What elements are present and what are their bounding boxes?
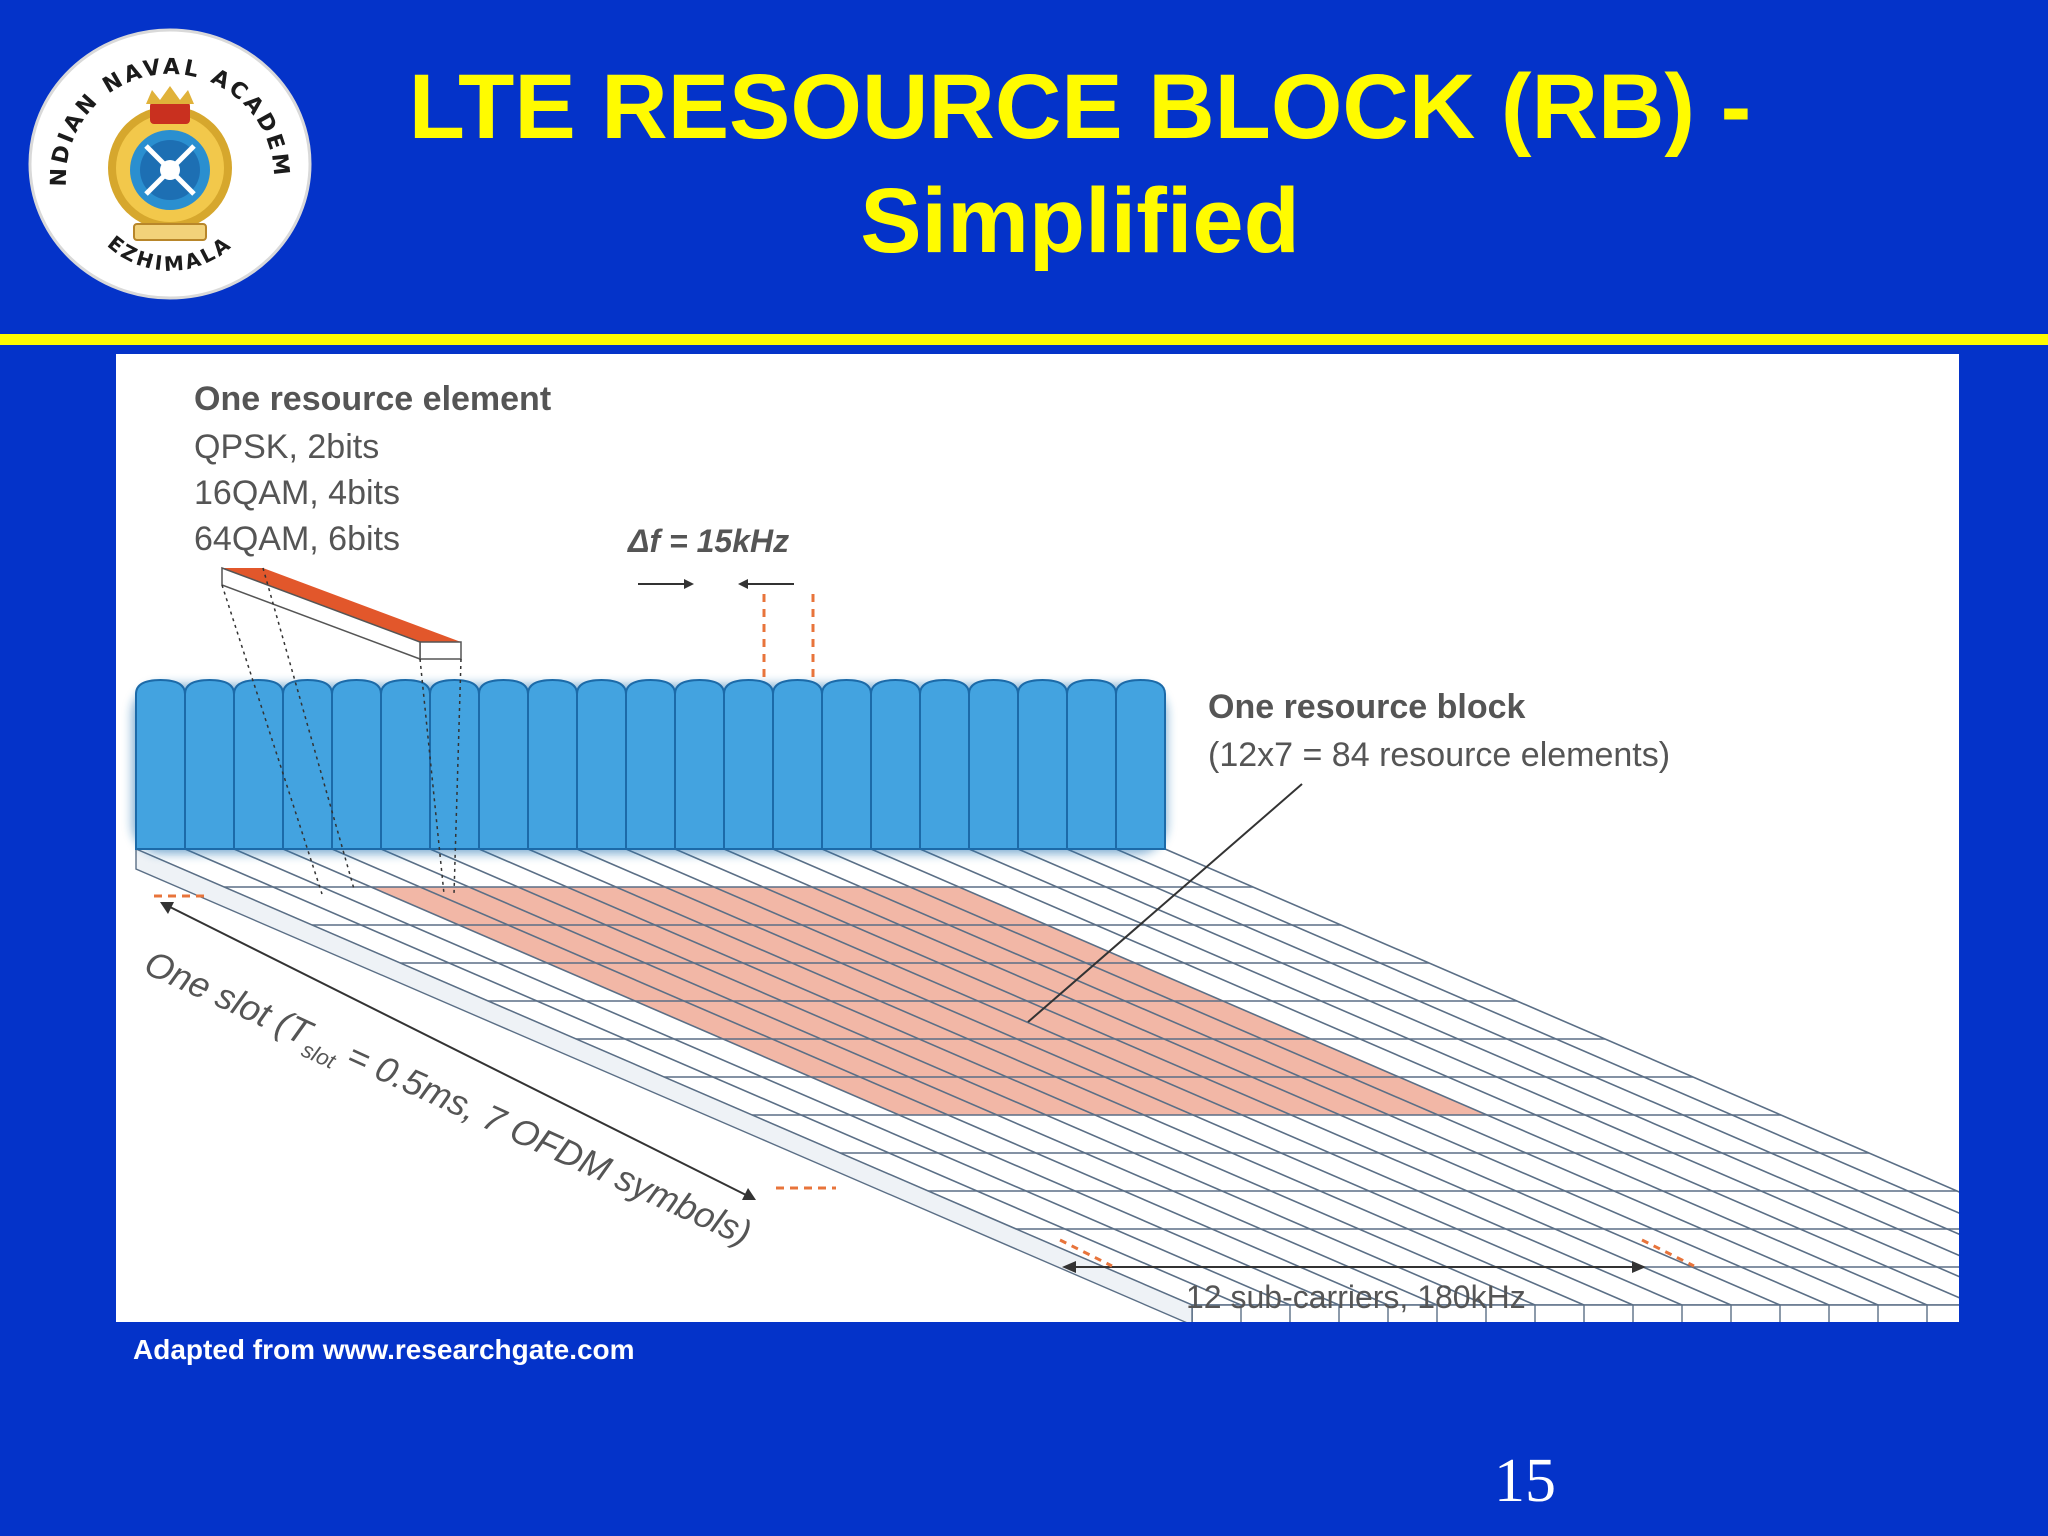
delta-f-text: f = 15kHz xyxy=(649,523,789,559)
subcarrier-bump xyxy=(233,678,284,850)
crest-icon xyxy=(108,86,232,241)
resource-block-diagram: One resource element QPSK, 2bits 16QAM, … xyxy=(116,354,1959,1322)
time-frequency-grid xyxy=(135,847,1959,1322)
subcarrier-bump xyxy=(772,678,823,850)
title-divider xyxy=(0,334,2048,345)
slot-label-suffix: = 0.5ms, 7 OFDM symbols) xyxy=(332,1030,758,1254)
subcarrier-spectrum xyxy=(132,678,1167,854)
slot-label-prefix: One slot (T xyxy=(139,942,321,1054)
slide-title-line2: Simplified xyxy=(860,170,1300,272)
academy-logo: INDIAN NAVAL ACADEMY EZHIMALA xyxy=(28,28,312,300)
subcarrier-marker-left xyxy=(1059,1238,1113,1268)
page-number: 15 xyxy=(1494,1447,1556,1515)
subcarrier-bump xyxy=(478,678,529,850)
subcarrier-bump xyxy=(968,678,1019,850)
resource-block-subtitle: (12x7 = 84 resource elements) xyxy=(1208,736,1670,774)
diagram-canvas: One resource element QPSK, 2bits 16QAM, … xyxy=(132,380,1959,1322)
subcarrier-bump xyxy=(429,678,480,850)
subcarrier-bump xyxy=(919,678,970,850)
slot-arrowhead-bottom xyxy=(742,1188,756,1200)
slide-title-line1: LTE RESOURCE BLOCK (RB) - xyxy=(408,56,1752,158)
subcarrier-bump xyxy=(723,678,774,850)
resource-block-pointer xyxy=(1027,783,1303,1023)
subcarrier-arrowhead-right xyxy=(1632,1261,1646,1273)
subcarrier-arrowhead-left xyxy=(1062,1261,1076,1273)
subcarrier-bump xyxy=(282,678,333,850)
subcarrier-bump xyxy=(1066,678,1117,850)
grid-left-edge xyxy=(135,847,1193,1322)
subcarrier-bump xyxy=(821,678,872,850)
subcarrier-bump xyxy=(527,678,578,850)
subcarrier-bump xyxy=(870,678,921,850)
delta-f-label: Δf = 15kHz xyxy=(627,523,789,559)
subcarrier-bump xyxy=(135,678,186,850)
delta-f-arrowhead-left xyxy=(684,579,694,589)
source-credit: Adapted from www.researchgate.com xyxy=(133,1334,635,1365)
subcarrier-bump xyxy=(380,678,431,850)
delta-f-arrowhead-right xyxy=(738,579,748,589)
element-projection-line xyxy=(419,658,445,895)
slot-arrow xyxy=(163,903,753,1199)
subcarrier-marker-right xyxy=(1641,1238,1695,1268)
subcarrier-bump xyxy=(674,678,725,850)
resource-element-line-64qam: 64QAM, 6bits xyxy=(194,520,400,558)
resource-block-title: One resource block xyxy=(1208,688,1526,726)
subcarrier-label: 12 sub-carriers, 180kHz xyxy=(1186,1279,1526,1315)
subcarrier-bump xyxy=(625,678,676,850)
subcarrier-bump xyxy=(184,678,235,850)
subcarrier-bump xyxy=(576,678,627,850)
subcarrier-bump xyxy=(1017,678,1068,850)
slot-arrowhead-top xyxy=(160,902,174,914)
slide-title: LTE RESOURCE BLOCK (RB) - Simplified xyxy=(300,50,1860,278)
resource-element-side xyxy=(221,566,421,661)
resource-element-front xyxy=(419,641,462,660)
subcarrier-bump xyxy=(331,678,382,850)
diagram-annotations xyxy=(154,566,1695,1273)
subcarrier-bump xyxy=(1115,678,1166,850)
delta-f-symbol: Δ xyxy=(627,523,649,559)
resource-element-title: One resource element xyxy=(194,380,551,418)
resource-element-line-16qam: 16QAM, 4bits xyxy=(194,474,400,512)
resource-element-top xyxy=(222,568,461,642)
element-projection-line xyxy=(221,584,323,895)
resource-element-line-qpsk: QPSK, 2bits xyxy=(194,428,379,466)
